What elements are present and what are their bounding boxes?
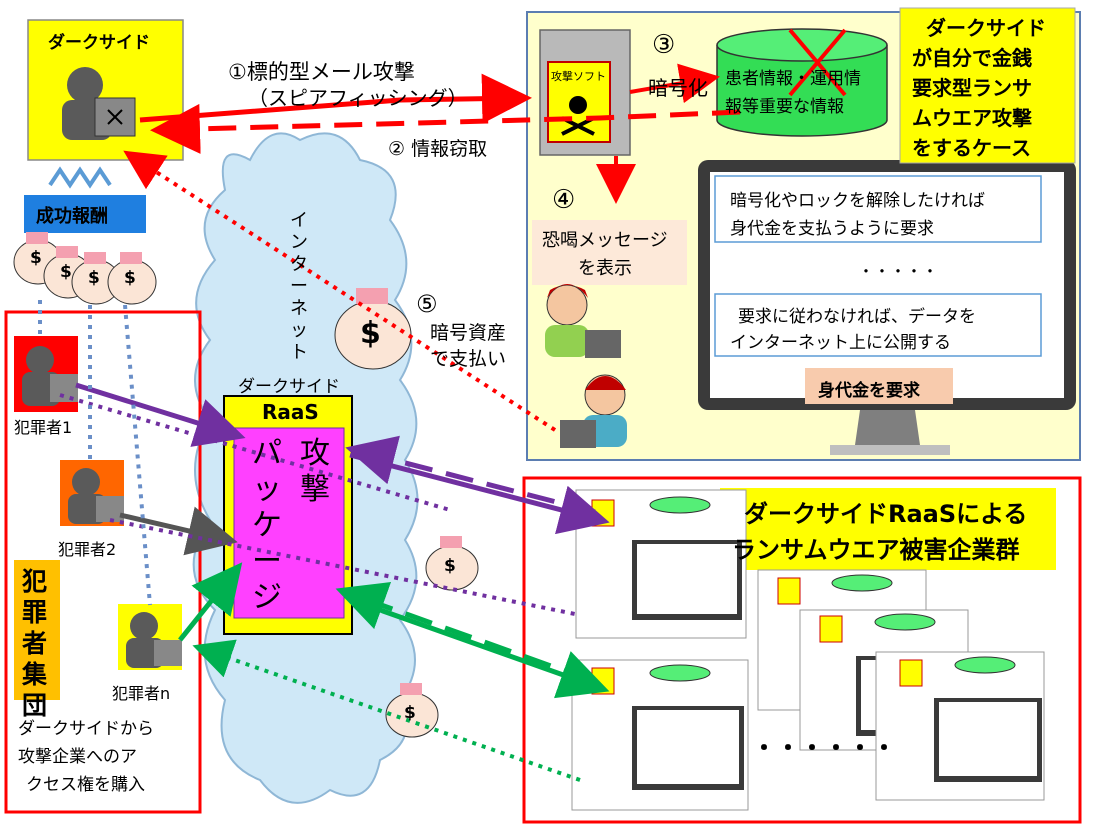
criminal-2-icon <box>60 460 124 526</box>
victims-title-line1: ダークサイドRaaSによる <box>744 500 1028 528</box>
money-symbol: $ <box>88 268 100 288</box>
criminal-1-icon <box>14 336 78 412</box>
step3-label: 暗号化 <box>648 76 708 100</box>
raas-title: RaaS <box>262 400 319 424</box>
package-col2: パッケージ <box>252 436 282 615</box>
step4-number: ④ <box>552 185 576 215</box>
money-bag-icon <box>385 683 439 738</box>
arrow-cn-victims <box>192 639 581 782</box>
ransom-demand-label: 身代金を要求 <box>818 381 920 401</box>
victim-thumbnail <box>575 489 747 639</box>
arrow-c1-raas <box>75 382 246 447</box>
step5-number: ⑤ <box>416 290 438 318</box>
money-bag-icon <box>425 536 479 591</box>
step5-label2: で支払い <box>430 348 507 370</box>
case-note-line3: 要求型ランサ <box>912 76 1032 100</box>
reward-link-n <box>123 304 152 606</box>
criminal-2-label: 犯罪者2 <box>58 540 117 559</box>
darkside-title: ダークサイド <box>48 33 150 53</box>
reward-box <box>24 195 146 233</box>
case-note-line1: ダークサイド <box>926 16 1046 40</box>
monitor-message2-line1: 要求に従わなければ、データを <box>738 307 976 327</box>
extortion-label2: を表示 <box>578 258 632 279</box>
money-bag-icon <box>107 252 157 305</box>
criminal-group-frame <box>4 310 202 814</box>
criminal-caption-line3: クセス権を購入 <box>26 775 145 795</box>
arrow-cn-raas <box>178 562 243 642</box>
monitor-message2-line2: インターネット上に公開する <box>730 333 951 353</box>
step3-number: ③ <box>652 30 676 60</box>
monitor-message1-line1: 暗号化やロックを解除したければ <box>730 191 985 211</box>
case-note-line4: ムウエア攻撃 <box>912 106 1032 130</box>
internet-label: インターネット <box>290 210 308 363</box>
arrow-step5 <box>123 150 557 432</box>
victim-thumbnail <box>571 659 749 811</box>
criminal-n-label: 犯罪者n <box>112 684 171 703</box>
victim-thumbnail <box>875 651 1045 801</box>
arrow-c1-victims <box>59 393 451 512</box>
victims-more-dots: ・・・・・・ <box>752 734 896 762</box>
database-icon <box>716 28 888 137</box>
arrow-raas-victim2 <box>351 597 610 699</box>
arrow-step2 <box>150 103 741 154</box>
criminal-caption-line1: ダークサイドから <box>18 719 154 739</box>
victims-title-box <box>720 488 1056 570</box>
step1-sublabel: （スピアフィッシング） <box>248 86 468 110</box>
case-note-line5: をするケース <box>912 136 1031 160</box>
monitor-ellipsis: ・・・・・ <box>858 262 939 281</box>
case-note-line2: が自分で金銭 <box>912 46 1032 70</box>
person-icon <box>560 374 627 448</box>
server-icon <box>539 29 631 156</box>
package-col1: 攻撃 <box>300 436 330 507</box>
criminal-group-label-box <box>14 560 60 700</box>
hands-icon <box>48 166 112 189</box>
step5-label1: 暗号資産 <box>430 322 507 344</box>
person-icon <box>545 284 621 358</box>
database-label1: 患者情報・運用情 <box>725 69 861 89</box>
arrow-victim2-raas <box>335 581 591 683</box>
criminal-caption-line2: 攻撃企業へのア <box>18 747 137 767</box>
monitor-message1-line2: 身代金を支払うように要求 <box>730 219 934 239</box>
raas-top-label: ダークサイド <box>238 377 340 397</box>
money-symbol: $ <box>30 248 42 268</box>
money-symbol: $ <box>404 703 416 723</box>
database-label2: 報等重要な情報 <box>725 97 844 117</box>
attack-package-box <box>233 427 345 619</box>
monitor-icon <box>698 160 1076 455</box>
arrow-step3 <box>629 63 720 104</box>
hacker-icon <box>62 67 136 140</box>
attack-software-label: 攻撃ソフト <box>551 70 606 83</box>
criminal-1-label: 犯罪者1 <box>14 418 73 437</box>
money-symbol: $ <box>444 556 456 576</box>
money-symbol: $ <box>124 268 136 288</box>
criminal-n-icon <box>118 604 182 670</box>
case-note-box <box>899 7 1076 164</box>
money-symbol: $ <box>360 316 381 351</box>
step1-label: ①標的型メール攻撃 <box>228 60 415 84</box>
arrow-c2-raas <box>119 506 238 556</box>
criminal-group-label: 犯罪者集団 <box>22 567 48 720</box>
victims-title-line2: ランサムウエア被害企業群 <box>732 536 1020 564</box>
step2-label: ② 情報窃取 <box>388 138 488 160</box>
extortion-label1: 恐喝メッセージ <box>542 230 668 251</box>
arrow-step1 <box>139 73 532 124</box>
extortion-box <box>532 220 687 285</box>
money-symbol: $ <box>60 262 72 282</box>
reward-label: 成功報酬 <box>36 206 108 227</box>
